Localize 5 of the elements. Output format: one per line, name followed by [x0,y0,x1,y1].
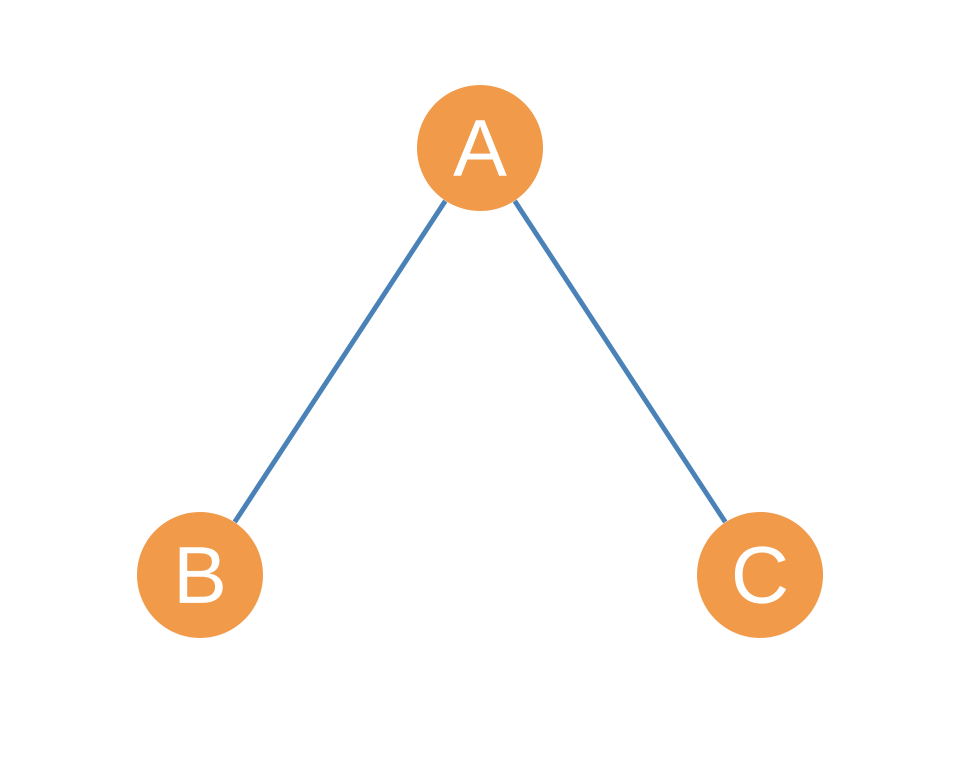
circle-node: A [417,85,543,211]
connector-line [512,200,728,524]
connector-line [232,200,448,524]
circle-node: C [697,512,824,638]
circle-node: B [137,512,263,638]
